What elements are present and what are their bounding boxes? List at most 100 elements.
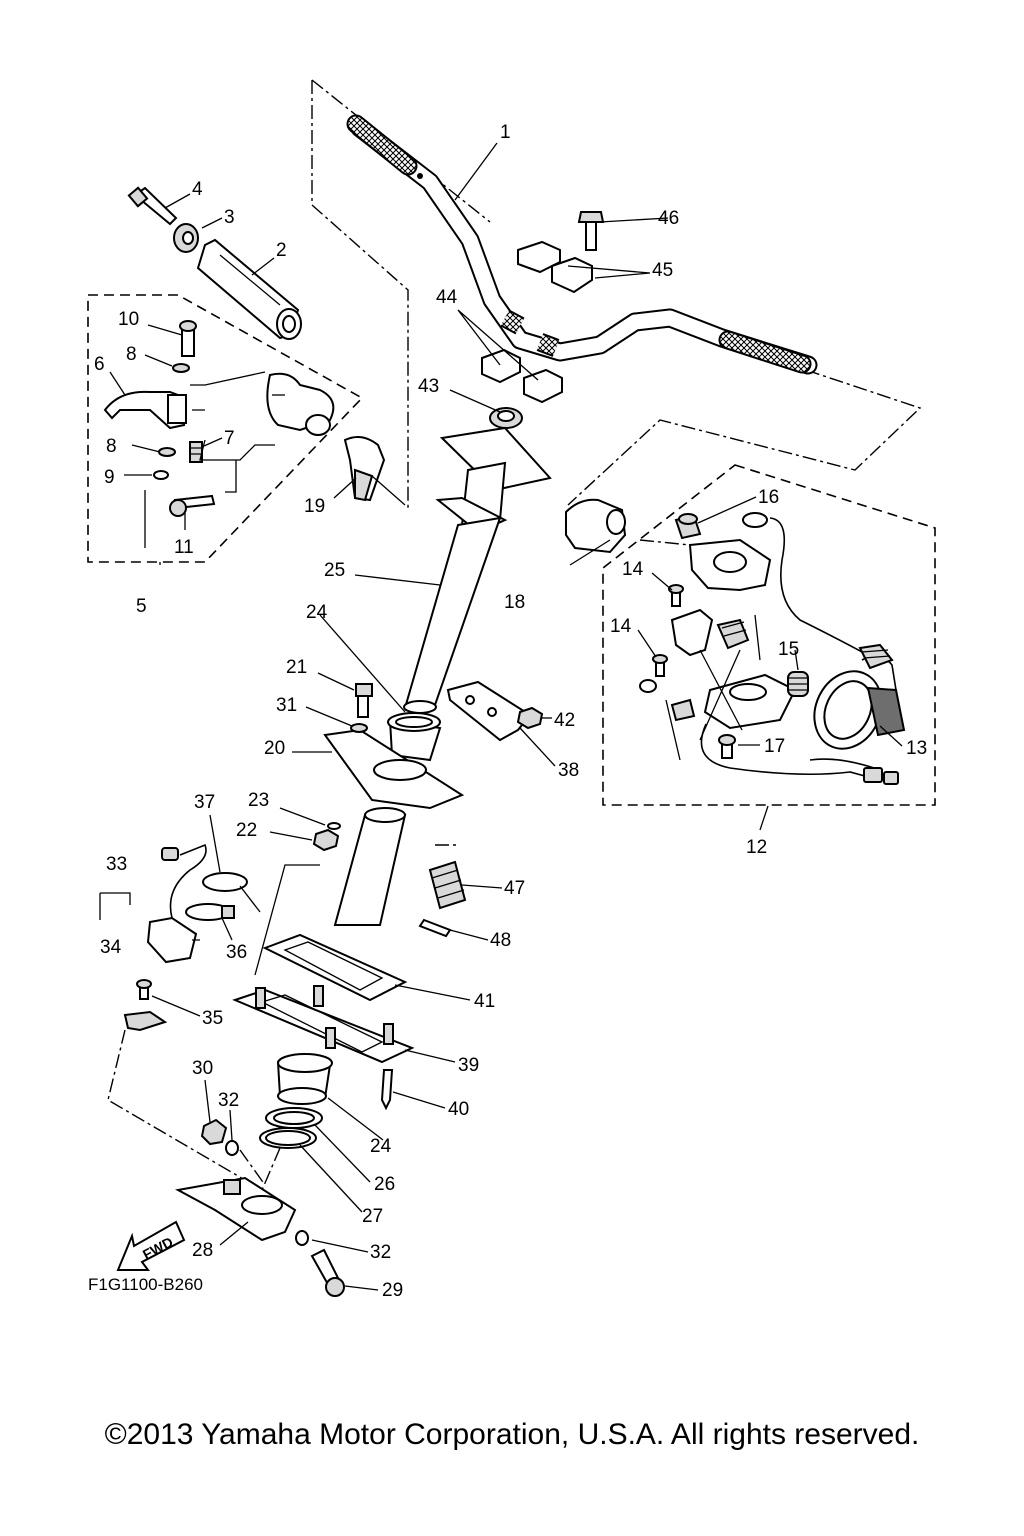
cable-band-36 — [185, 903, 235, 921]
grip-washer — [173, 223, 199, 253]
callout-25: 25 — [324, 560, 345, 581]
callout-5: 5 — [136, 596, 147, 617]
mount-washer — [350, 723, 368, 733]
switch-linkage-lines — [665, 614, 761, 761]
callout-48: 48 — [490, 930, 511, 951]
callout-9: 9 — [104, 467, 115, 488]
diagram-code: F1G1100-B260 — [88, 1275, 203, 1294]
handlebar-grip — [196, 238, 302, 340]
handlebar-holder-bolt — [577, 211, 605, 251]
callout-15: 15 — [778, 639, 799, 660]
callout-4: 4 — [192, 179, 203, 200]
throttle-housing — [266, 372, 335, 436]
steering-column-lower — [333, 807, 407, 926]
callout-22: 22 — [236, 820, 257, 841]
assembly-box-5 — [87, 294, 364, 563]
callout-44: 44 — [436, 287, 458, 308]
throttle-lever — [103, 390, 188, 430]
callout-13: 13 — [906, 738, 927, 759]
lever-clip — [153, 470, 169, 480]
steering-column — [403, 426, 552, 714]
grip-end-bolt — [127, 186, 178, 226]
mount-nut-22 — [312, 828, 340, 852]
callout-21: 21 — [286, 657, 307, 678]
callout-33: 33 — [106, 854, 127, 875]
switch-cover-18 — [565, 498, 627, 554]
callout-30: 30 — [192, 1058, 213, 1079]
callout-8b: 8 — [106, 436, 117, 457]
sensor-bracket-34 — [123, 1010, 168, 1032]
lever-pin — [179, 320, 197, 357]
column-damper — [428, 860, 467, 910]
switch-connector — [863, 767, 899, 785]
column-mount-plate-upper — [446, 680, 532, 742]
lever-screw — [169, 494, 216, 517]
callout-42: 42 — [554, 710, 575, 731]
column-bracket — [175, 1176, 297, 1242]
bracket-nut — [200, 1118, 228, 1146]
callout-19: 19 — [304, 496, 325, 517]
steering-column-nut — [489, 407, 523, 429]
column-pin-48 — [418, 918, 452, 938]
callout-34: 34 — [100, 937, 122, 958]
callout-11: 11 — [174, 537, 194, 558]
callout-47: 47 — [504, 878, 525, 899]
callout-labels: 1 2 3 4 5 6 7 8 8 9 10 11 12 13 14 14 15… — [94, 122, 927, 1301]
callout-36: 36 — [226, 942, 247, 963]
mount-bolt — [355, 683, 373, 718]
callout-24b: 24 — [370, 1136, 392, 1157]
copyright-notice: ©2013 Yamaha Motor Corporation, U.S.A. A… — [104, 1418, 920, 1451]
callout-12: 12 — [746, 837, 767, 858]
callout-8a: 8 — [126, 344, 137, 365]
callout-2: 2 — [276, 240, 287, 261]
callout-14a: 14 — [622, 559, 644, 580]
callout-32a: 32 — [218, 1090, 239, 1111]
column-gasket — [262, 933, 408, 1002]
callout-1: 1 — [500, 122, 511, 143]
switch-screw-14b — [652, 654, 668, 677]
callout-31: 31 — [276, 695, 297, 716]
callout-37: 37 — [194, 792, 215, 813]
cable-band-37 — [202, 872, 261, 913]
column-bushing-lower — [276, 1053, 333, 1105]
callout-10: 10 — [118, 309, 139, 330]
steering-sensor — [146, 843, 207, 964]
callout-3: 3 — [224, 207, 235, 228]
callout-23: 23 — [248, 790, 269, 811]
switch-knob-16 — [674, 513, 702, 540]
column-base-plate — [232, 985, 415, 1064]
assembly-guide-lines — [107, 79, 922, 1191]
mount-washer-23 — [327, 822, 341, 830]
callout-29: 29 — [382, 1280, 403, 1301]
sensor-linkage-lines — [99, 864, 320, 976]
lever-washer-lower — [158, 447, 176, 457]
bushing-seal-26 — [265, 1107, 323, 1129]
bracket-washer-upper — [225, 1140, 239, 1156]
callout-27: 27 — [362, 1206, 383, 1227]
callout-40: 40 — [448, 1099, 469, 1120]
lever-linkage-lines — [190, 371, 275, 493]
callout-38: 38 — [558, 760, 579, 781]
bracket-bolt — [310, 1248, 345, 1297]
lever-washer-upper — [172, 363, 190, 373]
mount-nut-42 — [516, 706, 544, 730]
column-bushing-upper — [387, 712, 442, 762]
forward-direction-arrow: FWD — [116, 1220, 186, 1271]
callout-45: 45 — [652, 260, 673, 281]
bushing-seal-27 — [259, 1127, 317, 1149]
callout-43: 43 — [418, 376, 439, 397]
callout-20: 20 — [264, 738, 285, 759]
callout-35: 35 — [202, 1008, 223, 1029]
switch-lanyard-13 — [813, 643, 906, 750]
callout-39: 39 — [458, 1055, 479, 1076]
callout-46: 46 — [658, 208, 679, 229]
callout-6: 6 — [94, 354, 105, 375]
switch-body — [639, 608, 797, 730]
handlebar — [346, 114, 818, 375]
callout-16: 16 — [758, 487, 779, 508]
switch-screw-17 — [718, 734, 736, 759]
bracket-washer-lower — [295, 1230, 309, 1246]
callout-26: 26 — [374, 1174, 395, 1195]
switch-spring-15 — [787, 671, 809, 697]
